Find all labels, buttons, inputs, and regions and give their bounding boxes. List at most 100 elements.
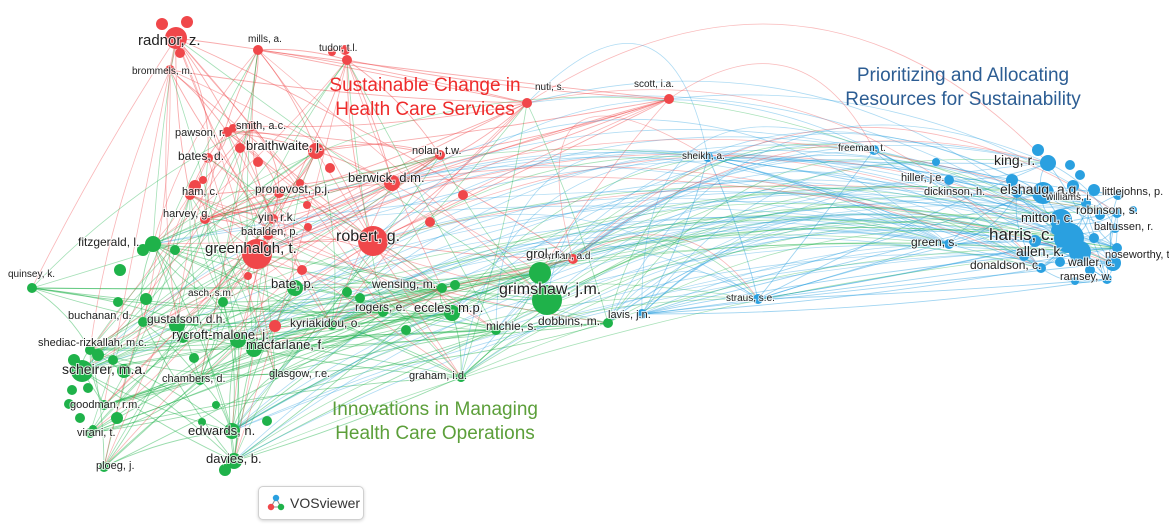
node-rogers[interactable] (378, 307, 388, 317)
node-unlabeled-red[interactable] (297, 265, 307, 275)
node-grol[interactable] (529, 262, 551, 284)
node-unlabeled-blue[interactable] (1095, 210, 1105, 220)
node-elshaug[interactable] (1032, 182, 1054, 204)
node-unlabeled-red[interactable] (235, 143, 245, 153)
node-unlabeled-blue[interactable] (1065, 160, 1075, 170)
node-shediac[interactable] (85, 345, 95, 355)
node-unlabeled-red[interactable] (253, 157, 263, 167)
node-davies[interactable] (226, 453, 242, 469)
node-straus[interactable] (753, 294, 763, 304)
node-macfarlane[interactable] (246, 341, 262, 357)
node-unlabeled-green[interactable] (68, 354, 80, 366)
node-unlabeled-green[interactable] (219, 464, 231, 476)
node-unlabeled-red[interactable] (244, 272, 252, 280)
node-unlabeled-green[interactable] (212, 401, 220, 409)
node-unlabeled-red[interactable] (340, 45, 350, 55)
node-allen[interactable] (1069, 241, 1091, 263)
node-unlabeled-green[interactable] (83, 383, 93, 393)
node-unlabeled-green[interactable] (117, 364, 131, 378)
node-batalden[interactable] (263, 230, 273, 240)
node-unlabeled-green[interactable] (108, 355, 118, 365)
node-graham[interactable] (456, 372, 466, 382)
node-unlabeled-red[interactable] (325, 163, 335, 173)
node-unlabeled-red[interactable] (425, 217, 435, 227)
node-chambers[interactable] (195, 375, 205, 385)
node-braithwaite[interactable] (308, 143, 324, 159)
node-brommels[interactable] (165, 65, 175, 75)
node-unlabeled-red[interactable] (229, 124, 237, 132)
node-unlabeled-red[interactable] (199, 176, 207, 184)
node-ramsey[interactable] (1102, 274, 1112, 284)
node-unlabeled-red[interactable] (269, 320, 281, 332)
node-rycroft[interactable] (230, 332, 246, 348)
node-harvey[interactable] (200, 214, 210, 224)
node-unlabeled-blue[interactable] (1075, 170, 1085, 180)
node-sheikh[interactable] (703, 152, 713, 162)
node-unlabeled-blue[interactable] (1089, 233, 1099, 243)
node-unlabeled-blue[interactable] (1051, 225, 1061, 235)
node-waller[interactable] (1105, 255, 1121, 271)
node-williams[interactable] (1081, 198, 1091, 208)
node-unlabeled-red[interactable] (189, 180, 201, 192)
node-robert[interactable] (358, 226, 388, 256)
node-unlabeled-blue[interactable] (1055, 257, 1065, 267)
node-hiller[interactable] (944, 175, 954, 185)
node-fitzgerald[interactable] (145, 236, 161, 252)
node-unlabeled-red[interactable] (296, 179, 304, 187)
node-unlabeled-blue[interactable] (1129, 206, 1137, 214)
node-grimshaw[interactable] (532, 285, 562, 315)
node-unlabeled-green[interactable] (170, 245, 180, 255)
node-smith[interactable] (247, 121, 257, 131)
node-unlabeled-red[interactable] (458, 190, 468, 200)
node-unlabeled-blue[interactable] (1071, 277, 1079, 285)
node-freeman[interactable] (869, 145, 879, 155)
node-goodman[interactable] (99, 400, 109, 410)
node-unlabeled-green[interactable] (198, 418, 206, 426)
node-unlabeled-green[interactable] (189, 353, 199, 363)
node-nolan[interactable] (435, 150, 445, 160)
node-scheirer[interactable] (71, 360, 93, 382)
node-donaldson[interactable] (1036, 263, 1046, 273)
node-wensing[interactable] (437, 283, 447, 293)
node-unlabeled-green[interactable] (178, 333, 188, 343)
node-ham[interactable] (185, 190, 195, 200)
node-unlabeled-blue[interactable] (1085, 265, 1095, 275)
node-green[interactable] (944, 239, 954, 249)
node-kyriakidou[interactable] (327, 320, 337, 330)
node-edwards[interactable] (224, 423, 240, 439)
node-unlabeled-red[interactable] (303, 201, 311, 209)
node-mills[interactable] (253, 45, 263, 55)
node-littlejohns[interactable] (1113, 190, 1123, 200)
node-eccles[interactable] (444, 305, 460, 321)
node-unlabeled-green[interactable] (137, 244, 149, 256)
node-yin[interactable] (268, 214, 278, 224)
node-quinsey[interactable] (27, 283, 37, 293)
vosviewer-badge[interactable]: VOSviewer (258, 486, 364, 520)
node-unlabeled-green[interactable] (64, 399, 74, 409)
node-unlabeled-red[interactable] (328, 48, 336, 56)
node-dickinson[interactable] (1012, 188, 1022, 198)
node-unlabeled-green[interactable] (401, 325, 411, 335)
node-robinson[interactable] (1112, 208, 1122, 218)
node-unlabeled-green[interactable] (111, 412, 123, 424)
node-dobbins[interactable] (603, 318, 613, 328)
node-unlabeled-red[interactable] (304, 223, 312, 231)
node-king[interactable] (1040, 155, 1056, 171)
node-unlabeled-green[interactable] (140, 293, 152, 305)
node-unlabeled-blue[interactable] (1019, 251, 1029, 261)
node-unlabeled-green[interactable] (92, 349, 104, 361)
node-nuti[interactable] (522, 98, 532, 108)
node-unlabeled-blue[interactable] (1032, 144, 1044, 156)
node-unlabeled-green[interactable] (342, 287, 352, 297)
node-unlabeled-blue[interactable] (1006, 174, 1018, 186)
node-pronovost[interactable] (274, 188, 284, 198)
node-oxman[interactable] (568, 254, 578, 264)
node-unlabeled-green[interactable] (75, 413, 85, 423)
node-unlabeled-green[interactable] (113, 297, 123, 307)
node-unlabeled-blue[interactable] (932, 158, 940, 166)
node-unlabeled-green[interactable] (89, 425, 97, 433)
node-unlabeled-blue[interactable] (1088, 184, 1100, 196)
node-tudor[interactable] (342, 55, 352, 65)
node-unlabeled-green[interactable] (67, 385, 77, 395)
node-ploeg[interactable] (99, 462, 109, 472)
